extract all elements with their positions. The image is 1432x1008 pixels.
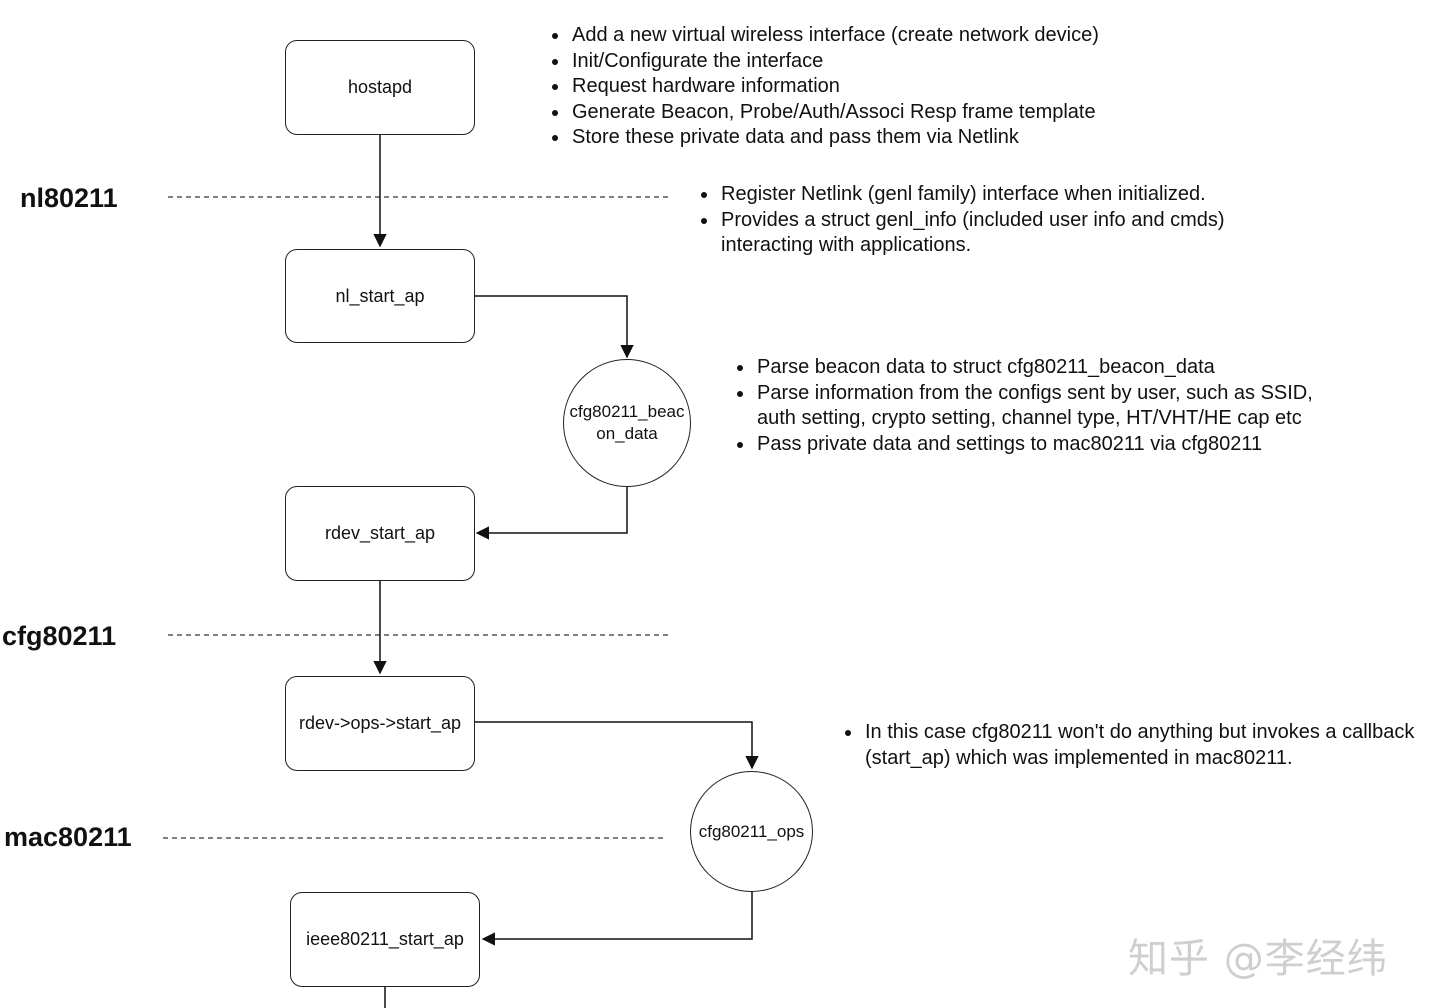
node-hostapd: hostapd	[285, 40, 475, 135]
note-item: Request hardware information	[570, 74, 1190, 100]
layer-label-mac80211: mac80211	[4, 822, 132, 852]
notes-cfg80211-ops: In this case cfg80211 won't do anything …	[839, 720, 1432, 771]
notes-nl80211: Register Netlink (genl family) interface…	[695, 182, 1279, 259]
edge-beacon-data-to-rdev-start-ap	[475, 486, 628, 540]
edge-nl-start-ap-to-beacon-data	[475, 295, 634, 359]
node-ieee80211-start-ap-label: ieee80211_start_ap	[306, 929, 464, 949]
node-nl-start-ap: nl_start_ap	[285, 249, 475, 343]
note-item: Add a new virtual wireless interface (cr…	[570, 23, 1190, 49]
note-item: Register Netlink (genl family) interface…	[719, 182, 1279, 208]
node-rdev-ops-start-ap-label: rdev->ops->start_ap	[298, 713, 462, 733]
node-cfg80211-ops: cfg80211_ops	[690, 771, 813, 892]
node-ieee80211-start-ap: ieee80211_start_ap	[290, 892, 480, 987]
note-item: Provides a struct genl_info (included us…	[719, 208, 1279, 259]
layer-label-nl80211: nl80211	[20, 183, 118, 213]
edge-cfg80211-ops-to-ieee80211-start-ap	[481, 891, 753, 946]
note-item: Parse information from the configs sent …	[755, 381, 1355, 432]
notes-beacon-data: Parse beacon data to struct cfg80211_bea…	[731, 355, 1355, 457]
node-cfg80211-beacon-data-label: cfg80211_beacon_data	[569, 402, 685, 443]
note-item: Parse beacon data to struct cfg80211_bea…	[755, 355, 1355, 381]
layer-label-cfg80211: cfg80211	[2, 621, 117, 651]
note-item: Generate Beacon, Probe/Auth/Associ Resp …	[570, 100, 1190, 126]
watermark: 知乎 @李经纬	[1128, 936, 1388, 982]
edge-ops-start-ap-to-cfg80211-ops	[475, 721, 759, 770]
node-hostapd-label: hostapd	[347, 77, 413, 97]
node-cfg80211-beacon-data: cfg80211_beacon_data	[563, 359, 691, 487]
node-rdev-ops-start-ap: rdev->ops->start_ap	[285, 676, 475, 771]
note-item: In this case cfg80211 won't do anything …	[863, 720, 1432, 771]
node-nl-start-ap-label: nl_start_ap	[335, 285, 425, 306]
node-rdev-start-ap-label: rdev_start_ap	[324, 523, 436, 543]
note-item: Store these private data and pass them v…	[570, 125, 1190, 151]
node-cfg80211-ops-label: cfg80211_ops	[698, 821, 805, 841]
note-item: Init/Configurate the interface	[570, 49, 1190, 75]
node-rdev-start-ap: rdev_start_ap	[285, 486, 475, 581]
notes-hostapd: Add a new virtual wireless interface (cr…	[546, 23, 1190, 151]
note-item: Pass private data and settings to mac802…	[755, 432, 1355, 458]
